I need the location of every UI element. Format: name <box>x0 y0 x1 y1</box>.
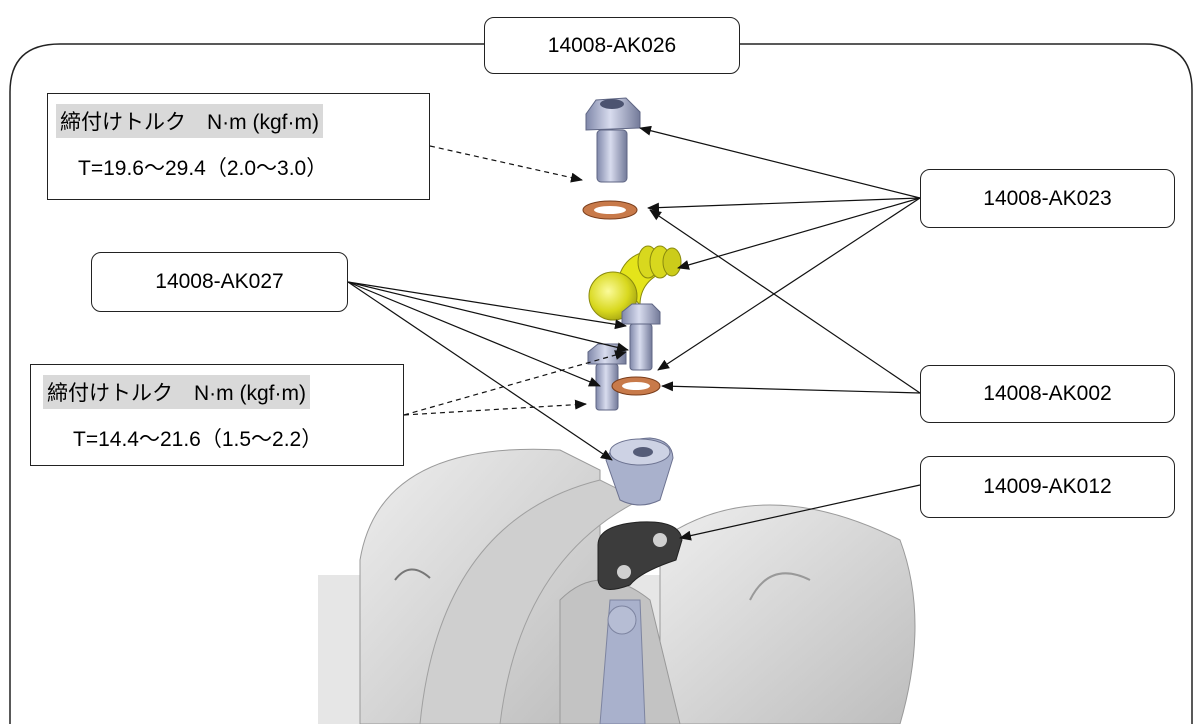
torque-spec-lower: 締付けトルク N·m (kgf·m) T=14.4～21.6（1.5～2.2） <box>30 364 404 466</box>
banjo-fitting <box>588 245 682 321</box>
part-label-14009-ak012: 14009-AK012 <box>920 456 1175 518</box>
upper-bolt <box>585 97 641 183</box>
torque-value: T=19.6～29.4（2.0～3.0） <box>78 157 328 180</box>
right-small-bolt <box>621 303 661 371</box>
left-small-bolt <box>587 343 627 411</box>
outer-frame <box>9 43 1193 724</box>
torque-dashed-lines <box>403 145 627 416</box>
union-fitting <box>605 437 674 506</box>
torque-value: T=14.4～21.6（1.5～2.2） <box>73 428 323 451</box>
part-label-14008-ak026: 14008-AK026 <box>484 17 740 74</box>
torque-spec-upper: 締付けトルク N·m (kgf·m) T=19.6～29.4（2.0～3.0） <box>47 93 430 200</box>
turbocharger-illustration <box>318 448 916 724</box>
torque-title: 締付けトルク N·m (kgf·m) <box>43 375 310 409</box>
torque-title: 締付けトルク N·m (kgf·m) <box>56 104 323 138</box>
upper-washer <box>582 200 638 220</box>
part-label-14008-ak023: 14008-AK023 <box>920 169 1175 228</box>
leader-lines <box>347 125 921 541</box>
gasket <box>597 521 683 590</box>
lower-washer <box>611 376 661 396</box>
part-label-14008-ak027: 14008-AK027 <box>91 252 348 312</box>
part-label-14008-ak002: 14008-AK002 <box>920 365 1175 423</box>
